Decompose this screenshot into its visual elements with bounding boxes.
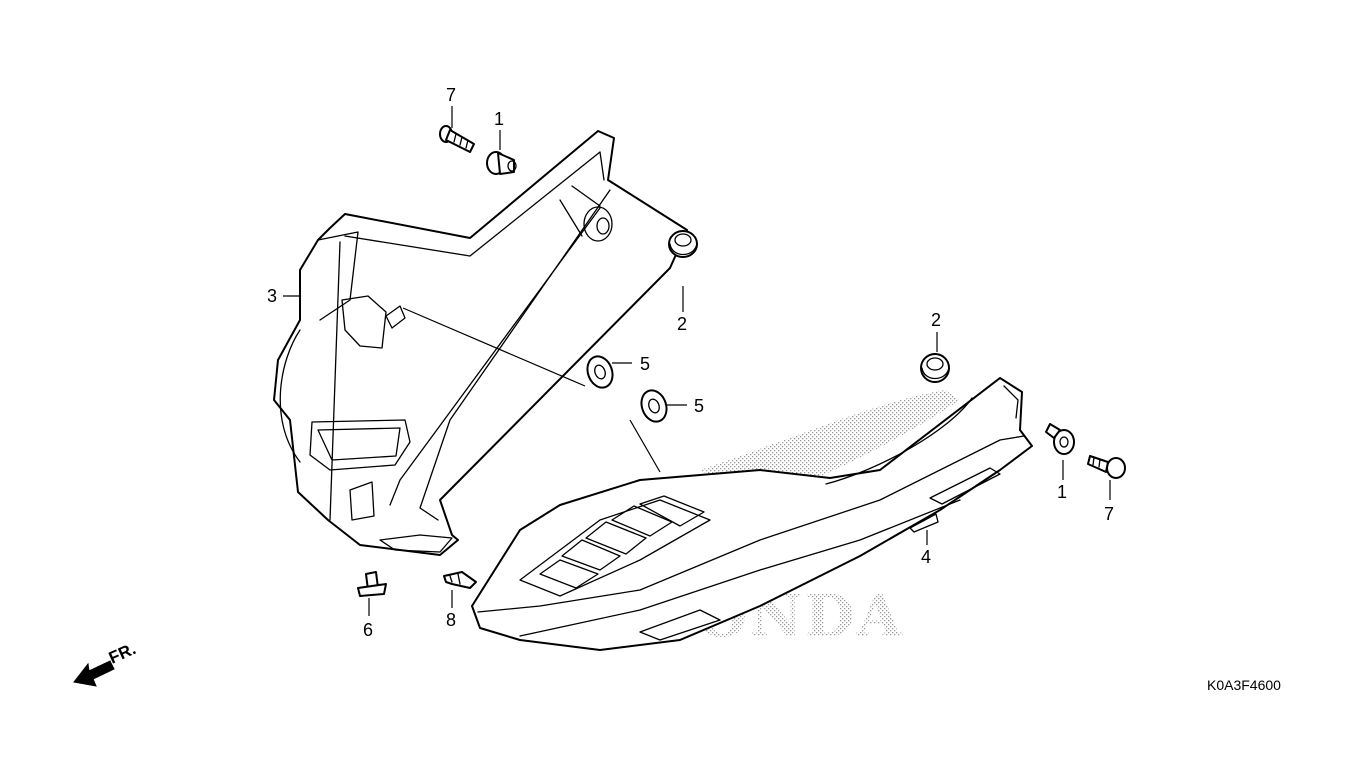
callout-2-upper: 2 [677,314,687,334]
clip-part-8 [443,571,477,589]
leader-lines [283,106,1111,616]
collar-part-1-top [486,151,517,175]
front-arrow-icon [73,660,115,687]
cowl-vent-grille [519,495,711,597]
front-label: FR. [106,639,139,667]
callout-labels: 7 1 3 2 5 5 2 1 7 4 6 8 [267,85,1114,640]
callout-5-upper: 5 [640,354,650,374]
callout-6: 6 [363,620,373,640]
under-cowl-part-4 [471,377,1033,651]
grommet-part-2-right [920,353,950,383]
callout-8: 8 [446,610,456,630]
bolt-part-7-top [439,125,475,153]
front-direction-indicator: FR. [73,639,139,687]
callout-1-right: 1 [1057,482,1067,502]
collar-part-1-right [1045,423,1075,455]
callout-1-top: 1 [494,109,504,129]
washer-part-5-lower [640,389,668,423]
callout-7-right: 7 [1104,504,1114,524]
callout-4: 4 [921,547,931,567]
bolt-part-7-right [1087,455,1126,479]
grommet-part-2-upper [668,230,698,258]
callout-2-right: 2 [931,310,941,330]
inner-cover-part-3 [273,130,688,556]
callout-7-top: 7 [446,85,456,105]
callout-3: 3 [267,286,277,306]
washer-part-5-upper [586,355,614,389]
callout-5-lower: 5 [694,396,704,416]
drawing-code: K0A3F4600 [1207,677,1281,693]
screw-part-6 [357,571,387,597]
